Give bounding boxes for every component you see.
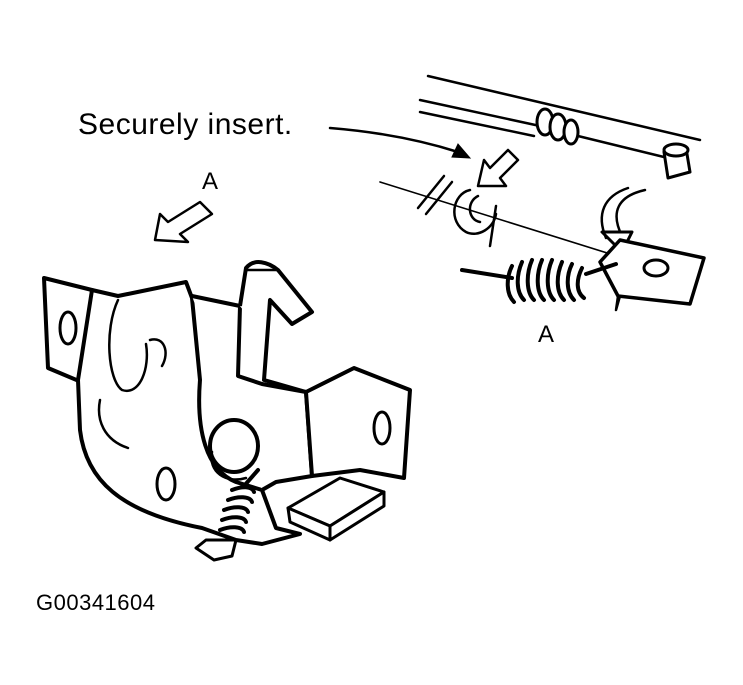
direction-arrow-upper [153, 200, 214, 244]
direction-label-lower: A [538, 321, 554, 348]
direction-label-upper: A [202, 168, 218, 195]
alignment-guide-line [379, 181, 637, 263]
return-spring [460, 258, 618, 304]
insert-arrow-small [476, 148, 520, 188]
figure-code: G00341604 [36, 590, 156, 615]
spring-bracket [598, 238, 706, 312]
callout-leader-arrow [328, 126, 472, 159]
hood-latch-assembly [42, 260, 412, 562]
release-cable [418, 74, 702, 180]
callout-label: Securely insert. [78, 108, 293, 141]
